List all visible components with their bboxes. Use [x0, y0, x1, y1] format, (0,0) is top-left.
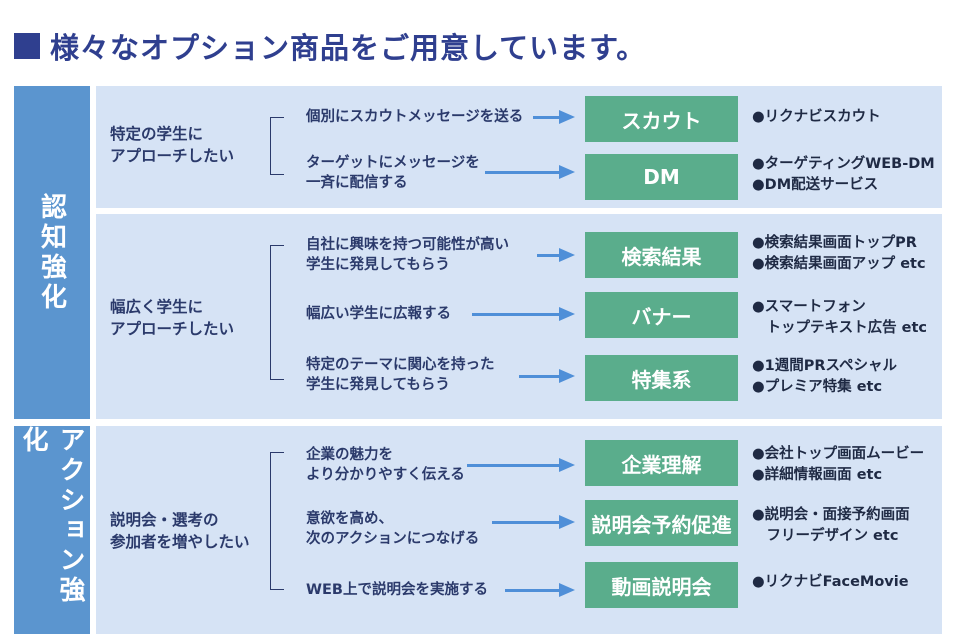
- right-arrow-icon: [492, 515, 575, 529]
- product-examples: ●リクナビスカウト: [752, 109, 881, 125]
- product-examples: ●スマートフォン トップテキスト広告 etc: [752, 299, 927, 336]
- product-box: スカウト: [585, 96, 738, 142]
- product-box: 説明会予約促進: [585, 500, 738, 546]
- product-box: 特集系: [585, 355, 738, 401]
- target-label: 説明会・選考の 参加者を増やしたい: [110, 511, 250, 551]
- product-box: 企業理解: [585, 440, 738, 486]
- product-examples: ●リクナビFaceMovie: [752, 574, 909, 590]
- product-examples: ●説明会・面接予約画面 フリーデザイン etc: [752, 507, 910, 544]
- product-examples: ●会社トップ画面ムービー ●詳細情報画面 etc: [752, 446, 925, 483]
- group-panel: [96, 86, 942, 208]
- group-panel: [96, 214, 942, 419]
- page-title: 様々なオプション商品をご用意しています。: [14, 26, 646, 66]
- right-arrow-icon: [533, 110, 575, 124]
- need-text: 意欲を高め、 次のアクションにつなげる: [306, 511, 480, 547]
- product-box: DM: [585, 154, 738, 200]
- title-square-icon: [14, 33, 40, 59]
- product-box: 検索結果: [585, 232, 738, 278]
- page-title-text: 様々なオプション商品をご用意しています。: [50, 31, 647, 65]
- right-arrow-icon: [505, 583, 575, 597]
- section-label: アクション強化: [18, 426, 85, 606]
- bracket-connector: [270, 452, 284, 590]
- need-text: 企業の魅力を より分かりやすく伝える: [306, 447, 465, 483]
- right-arrow-icon: [472, 307, 575, 321]
- need-text: 特定のテーマに関心を持った 学生に発見してもらう: [306, 357, 495, 393]
- need-text: WEB上で説明会を実施する: [306, 582, 488, 598]
- section-label: 認知強化: [36, 192, 67, 313]
- right-arrow-icon: [537, 248, 575, 262]
- target-label: 特定の学生に アプローチしたい: [110, 125, 235, 165]
- product-examples: ●検索結果画面トップPR ●検索結果画面アップ etc: [752, 235, 926, 272]
- group-panel: [96, 426, 942, 634]
- bracket-connector: [270, 245, 284, 380]
- product-box: 動画説明会: [585, 562, 738, 608]
- right-arrow-icon: [485, 165, 575, 179]
- need-text: 自社に興味を持つ可能性が高い 学生に発見してもらう: [306, 237, 509, 273]
- need-text: 幅広い学生に広報する: [306, 306, 451, 322]
- section-tab-action: アクション強化: [14, 426, 90, 634]
- section-tab-awareness: 認知強化: [14, 86, 90, 419]
- need-text: ターゲットにメッセージを 一斉に配信する: [306, 155, 480, 191]
- target-label: 幅広く学生に アプローチしたい: [110, 298, 235, 338]
- bracket-connector: [270, 117, 284, 175]
- product-examples: ●ターゲティングWEB-DM ●DM配送サービス: [752, 156, 935, 193]
- product-examples: ●1週間PRスペシャル ●プレミア特集 etc: [752, 358, 898, 395]
- need-text: 個別にスカウトメッセージを送る: [306, 109, 524, 125]
- right-arrow-icon: [519, 369, 575, 383]
- product-box: バナー: [585, 292, 738, 338]
- right-arrow-icon: [467, 458, 575, 472]
